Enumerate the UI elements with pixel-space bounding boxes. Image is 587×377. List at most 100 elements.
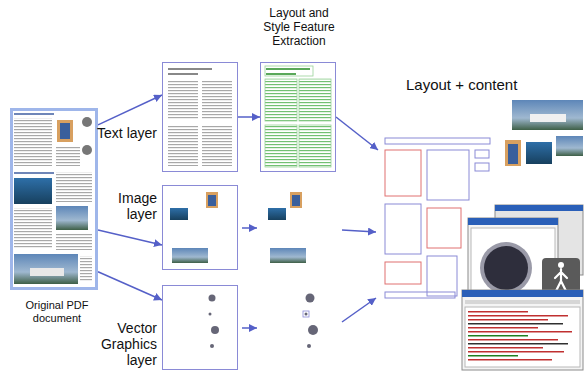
layer-label: Text layer xyxy=(97,125,157,141)
content-photos-part xyxy=(530,114,566,122)
extracted-image-content-part xyxy=(290,192,302,208)
content-photos-part xyxy=(512,100,583,130)
pdf-page-content-part xyxy=(14,254,78,284)
browser-windows xyxy=(462,205,583,370)
browser-windows-part xyxy=(468,335,528,337)
flow-arrows xyxy=(242,228,376,328)
pdf-page-content-part xyxy=(14,172,54,174)
flow-arrows-part xyxy=(242,327,257,329)
pdf-page-content-part xyxy=(80,256,92,282)
content-photos-part xyxy=(556,136,583,156)
image-layer-content xyxy=(170,192,218,263)
vector-layer-content-part xyxy=(210,344,214,348)
pdf-page-content-part xyxy=(82,145,92,155)
content-photos-part xyxy=(526,142,552,164)
browser-windows-part xyxy=(465,307,580,367)
layout-boxes-part xyxy=(385,138,490,144)
layer-page: Vector Graphics layer xyxy=(162,285,238,370)
browser-windows-part xyxy=(465,300,580,304)
vector-layer-content xyxy=(209,295,220,349)
layer-page: Text layer xyxy=(162,62,238,172)
layout-boxes-part xyxy=(385,150,421,196)
pdf-page-content-part xyxy=(60,123,70,139)
extracted-image-content-part xyxy=(270,248,306,263)
flow-arrow xyxy=(98,230,162,245)
image-layer-content-part xyxy=(208,195,216,206)
browser-windows-part xyxy=(484,246,528,290)
source-document: Original PDF document xyxy=(10,108,98,290)
pdf-page-content-part xyxy=(57,120,73,142)
browser-windows-part xyxy=(468,218,558,225)
pdf-page-content xyxy=(14,113,92,284)
content-photos-part xyxy=(505,140,521,166)
browser-windows-part xyxy=(495,205,583,211)
flow-arrows-part xyxy=(342,230,376,232)
pdf-page-content-part xyxy=(14,208,52,248)
pdf-page-content-part xyxy=(14,118,52,166)
flow-arrows-part xyxy=(242,227,257,229)
layer-label: Vector Graphics layer xyxy=(97,320,157,368)
extracted-text-content-part xyxy=(265,66,313,76)
pdf-page-content-part xyxy=(56,234,92,250)
layout-boxes-part xyxy=(427,208,461,248)
layer-label: Layout and Style Feature Extraction xyxy=(257,7,341,48)
image-layer-content-part xyxy=(172,248,208,263)
flow-arrow xyxy=(98,95,162,125)
pdf-page-content-part xyxy=(30,268,64,276)
browser-windows-part xyxy=(555,269,567,291)
text-layer-content-part xyxy=(202,126,232,166)
layer-label: Original PDF document xyxy=(13,299,101,324)
extracted-vector-content-part xyxy=(307,344,311,348)
browser-windows-part xyxy=(468,327,538,329)
vector-layer-content-part xyxy=(209,295,216,302)
browser-windows-part xyxy=(468,331,572,333)
browser-windows-part xyxy=(468,319,548,321)
extracted-vector-content-part xyxy=(306,294,315,303)
extracted-text-content-part xyxy=(299,125,331,167)
extracted-vector-content-part xyxy=(303,311,309,317)
image-layer-content-part xyxy=(170,208,188,220)
text-layer-content-part xyxy=(168,68,212,70)
layout-boxes-part xyxy=(475,150,489,158)
extracted-image-content xyxy=(268,192,306,263)
extraction-page: Layout and Style Feature Extraction xyxy=(260,62,336,172)
browser-windows-part xyxy=(468,311,528,313)
layout-boxes-part xyxy=(427,256,457,296)
vector-layer-content-part xyxy=(211,326,219,334)
browser-windows-part xyxy=(558,262,564,268)
extracted-text-content-part xyxy=(265,79,297,121)
text-layer-content-part xyxy=(168,73,198,75)
flow-arrows-part xyxy=(342,298,376,322)
layout-boxes-part xyxy=(385,292,455,298)
layer-label: Image layer xyxy=(97,190,157,222)
browser-windows-part xyxy=(468,351,564,353)
extracted-text-content-part xyxy=(266,73,296,75)
flow-arrow xyxy=(238,116,260,118)
image-layer-content-part xyxy=(206,192,218,208)
browser-windows-part xyxy=(480,242,532,294)
text-layer-content-part xyxy=(168,80,198,120)
layer-label: Layout + content xyxy=(406,76,566,93)
browser-windows-part xyxy=(462,290,583,297)
extracted-text-content-part xyxy=(299,79,331,121)
pdf-page-content-part xyxy=(14,178,52,204)
layout-boxes-part xyxy=(475,163,489,171)
browser-windows-part xyxy=(462,290,583,370)
result-region: Layout + content xyxy=(378,74,585,372)
extracted-text-content-part xyxy=(265,125,297,167)
text-layer-content-part xyxy=(168,126,198,166)
browser-windows-part xyxy=(468,323,563,325)
pdf-page-content-part xyxy=(14,113,54,115)
pdf-page-content-part xyxy=(56,172,92,202)
flow-arrow xyxy=(336,117,378,150)
extracted-vector-content-part xyxy=(308,325,318,335)
browser-windows-part xyxy=(468,343,568,345)
content-photos xyxy=(505,100,583,166)
layout-boxes-part xyxy=(385,204,421,254)
content-photos-part xyxy=(508,144,518,164)
pdf-page-content-part xyxy=(56,146,80,166)
browser-windows-part xyxy=(468,355,518,357)
